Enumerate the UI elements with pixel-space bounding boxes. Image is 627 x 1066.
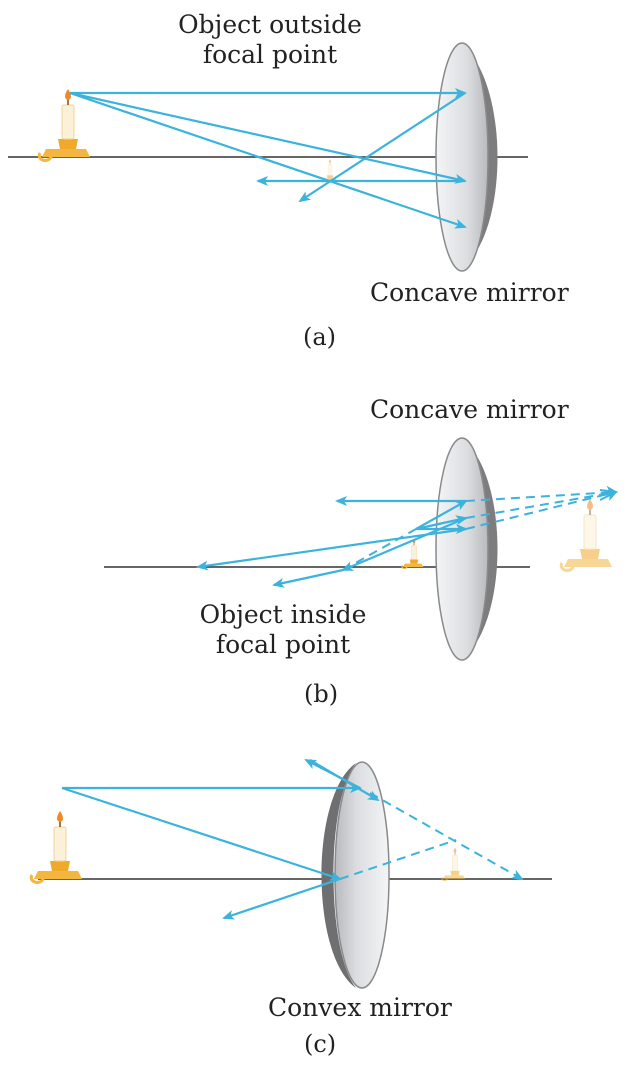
mirror-label-a: Concave mirror	[370, 278, 569, 307]
rays-a	[69, 88, 467, 229]
object-label-a-line1: Object outside	[178, 10, 362, 39]
object-label-b-line1: Object inside	[199, 600, 367, 629]
object-label-a-line2: focal point	[202, 40, 338, 69]
virtual-image-candle	[441, 847, 466, 882]
mirror-label-b: Concave mirror	[370, 395, 569, 424]
concave-mirror	[435, 42, 498, 272]
virtual-rays-b	[342, 491, 617, 571]
object-label-b: Object inside focal point	[168, 600, 398, 660]
rays-c	[61, 759, 380, 920]
convex-mirror	[321, 761, 390, 989]
object-candle	[29, 809, 84, 884]
panel-a	[8, 42, 528, 272]
convergence-arrows	[599, 485, 618, 501]
object-label-a: Object outside focal point	[150, 10, 390, 70]
object-label-b-line2: focal point	[215, 630, 351, 659]
virtual-image-candle	[559, 497, 614, 572]
caption-a: (a)	[303, 323, 337, 351]
panel-b	[104, 437, 618, 661]
caption-c: (c)	[304, 1030, 337, 1058]
panel-c	[29, 759, 552, 989]
mirror-label-c: Convex mirror	[268, 993, 452, 1022]
object-candle	[37, 87, 92, 162]
rays-b	[196, 496, 468, 588]
virtual-rays-c	[339, 792, 524, 880]
concave-mirror	[435, 437, 498, 661]
caption-b: (b)	[304, 680, 339, 708]
